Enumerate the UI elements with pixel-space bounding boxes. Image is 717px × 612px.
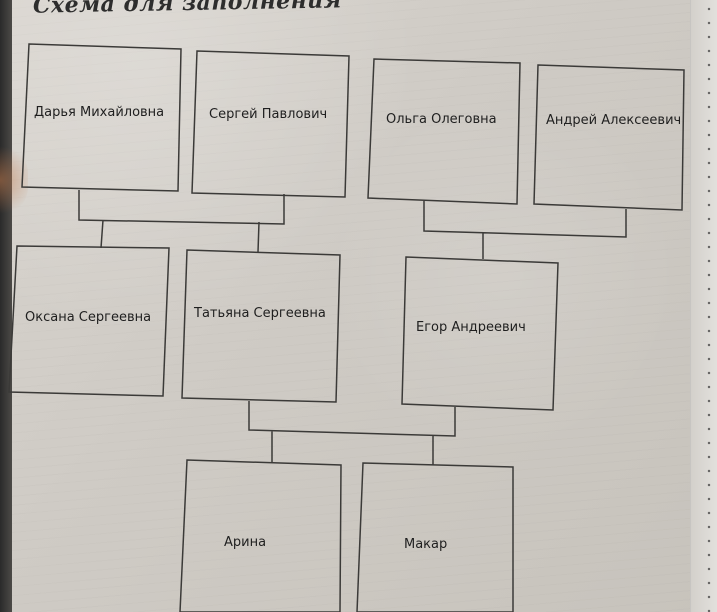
person-box-daria	[21, 43, 182, 192]
person-name-andrey: Андрей Алексеевич	[546, 113, 681, 128]
person-box-arina	[179, 459, 342, 612]
connector-tatyana-egor-to-children	[248, 401, 456, 465]
person-name-tatyana: Татьяна Сергеевна	[193, 306, 326, 321]
person-box-egor	[401, 256, 559, 411]
person-box-sergey	[191, 50, 350, 198]
person-name-olga: Ольга Олеговна	[386, 112, 497, 127]
connector-daria-sergey-to-tatyana	[78, 190, 285, 253]
person-name-sergey: Сергей Павлович	[209, 107, 327, 122]
person-box-tatyana	[181, 249, 341, 403]
person-box-olga	[367, 58, 521, 205]
person-box-makar	[356, 462, 514, 612]
person-name-oksana: Оксана Сергеевна	[25, 310, 151, 325]
person-name-daria: Дарья Михайловна	[34, 105, 164, 120]
person-name-makar: Макар	[404, 537, 447, 552]
person-box-andrey	[533, 64, 685, 211]
perforation-dots	[705, 0, 713, 612]
person-box-oksana	[8, 245, 170, 397]
connector-olga-andrey-to-egor	[423, 201, 627, 259]
person-name-arina: Арина	[224, 535, 266, 550]
person-name-egor: Егор Андреевич	[416, 320, 526, 335]
